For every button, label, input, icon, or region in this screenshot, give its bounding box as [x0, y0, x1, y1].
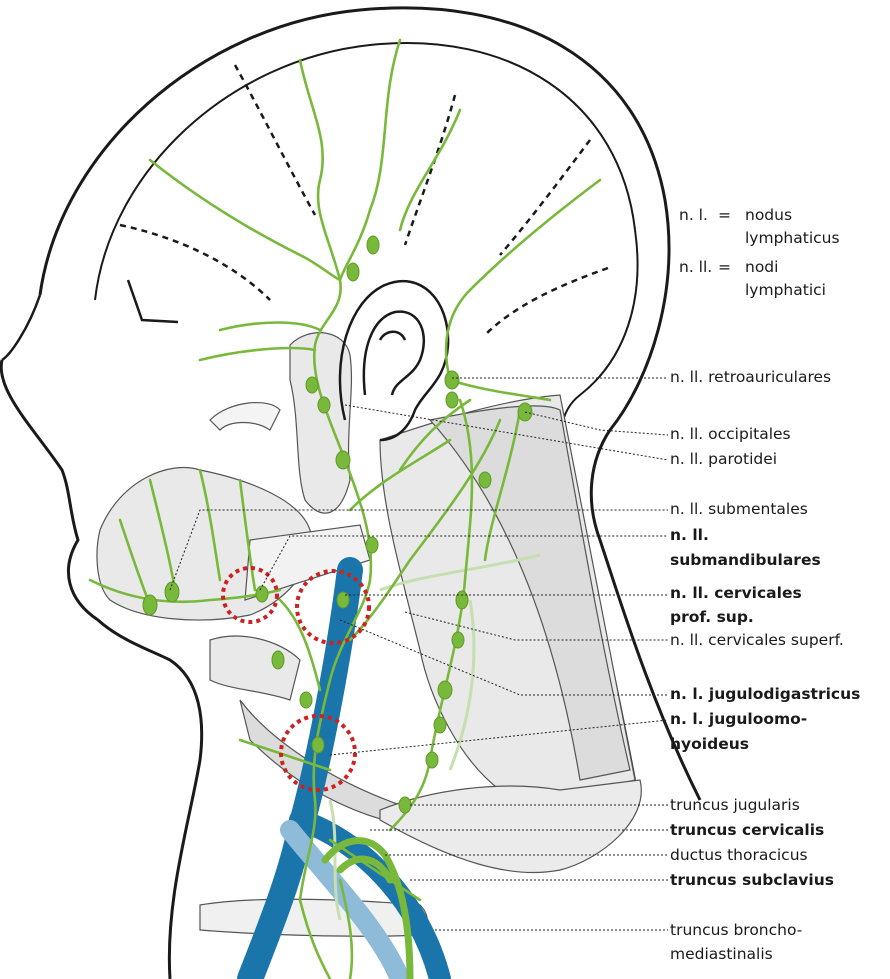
legend-eq-2: = [718, 257, 731, 278]
label-retroauriculares: n. ll. retroauriculares [670, 367, 831, 388]
label-parotidei: n. ll. parotidei [670, 449, 777, 470]
ear-icon [340, 281, 448, 440]
legend-nodi: nodi [745, 257, 778, 278]
label-truncus-cervicalis: truncus cervicalis [670, 820, 824, 841]
label-submentales: n. ll. submentales [670, 499, 808, 520]
legend-nodus: nodus [745, 205, 792, 226]
label-jugulodigastricus: n. l. jugulodigastricus [670, 684, 860, 705]
label-truncus-bronchomediastinalis-1: truncus broncho- [670, 920, 802, 941]
label-truncus-bronchomediastinalis-2: mediastinalis [670, 944, 773, 965]
label-cervicales-prof-1: n. ll. cervicales [670, 583, 802, 604]
legend-abbr-nll: n. ll. [679, 257, 712, 278]
label-juguloomohyoideus-1: n. l. juguloomo- [670, 709, 807, 730]
legend-abbr-nl: n. l. [679, 205, 708, 226]
eye-icon [128, 280, 178, 322]
label-cervicales-superf: n. ll. cervicales superf. [670, 630, 844, 651]
legend-lymphaticus: lymphaticus [745, 228, 840, 249]
label-truncus-jugularis: truncus jugularis [670, 795, 800, 816]
label-ductus-thoracicus: ductus thoracicus [670, 845, 808, 866]
label-submandibulares-2: submandibulares [670, 550, 821, 571]
legend-lymphatici: lymphatici [745, 280, 826, 301]
label-cervicales-prof-2: prof. sup. [670, 607, 754, 628]
skull-dashed-lines [120, 65, 608, 335]
legend-eq-1: = [718, 205, 731, 226]
label-occipitales: n. ll. occipitales [670, 424, 791, 445]
label-submandibulares-1: n. ll. [670, 525, 709, 546]
label-juguloomohyoideus-2: hyoideus [670, 734, 749, 755]
label-truncus-subclavius: truncus subclavius [670, 870, 834, 891]
